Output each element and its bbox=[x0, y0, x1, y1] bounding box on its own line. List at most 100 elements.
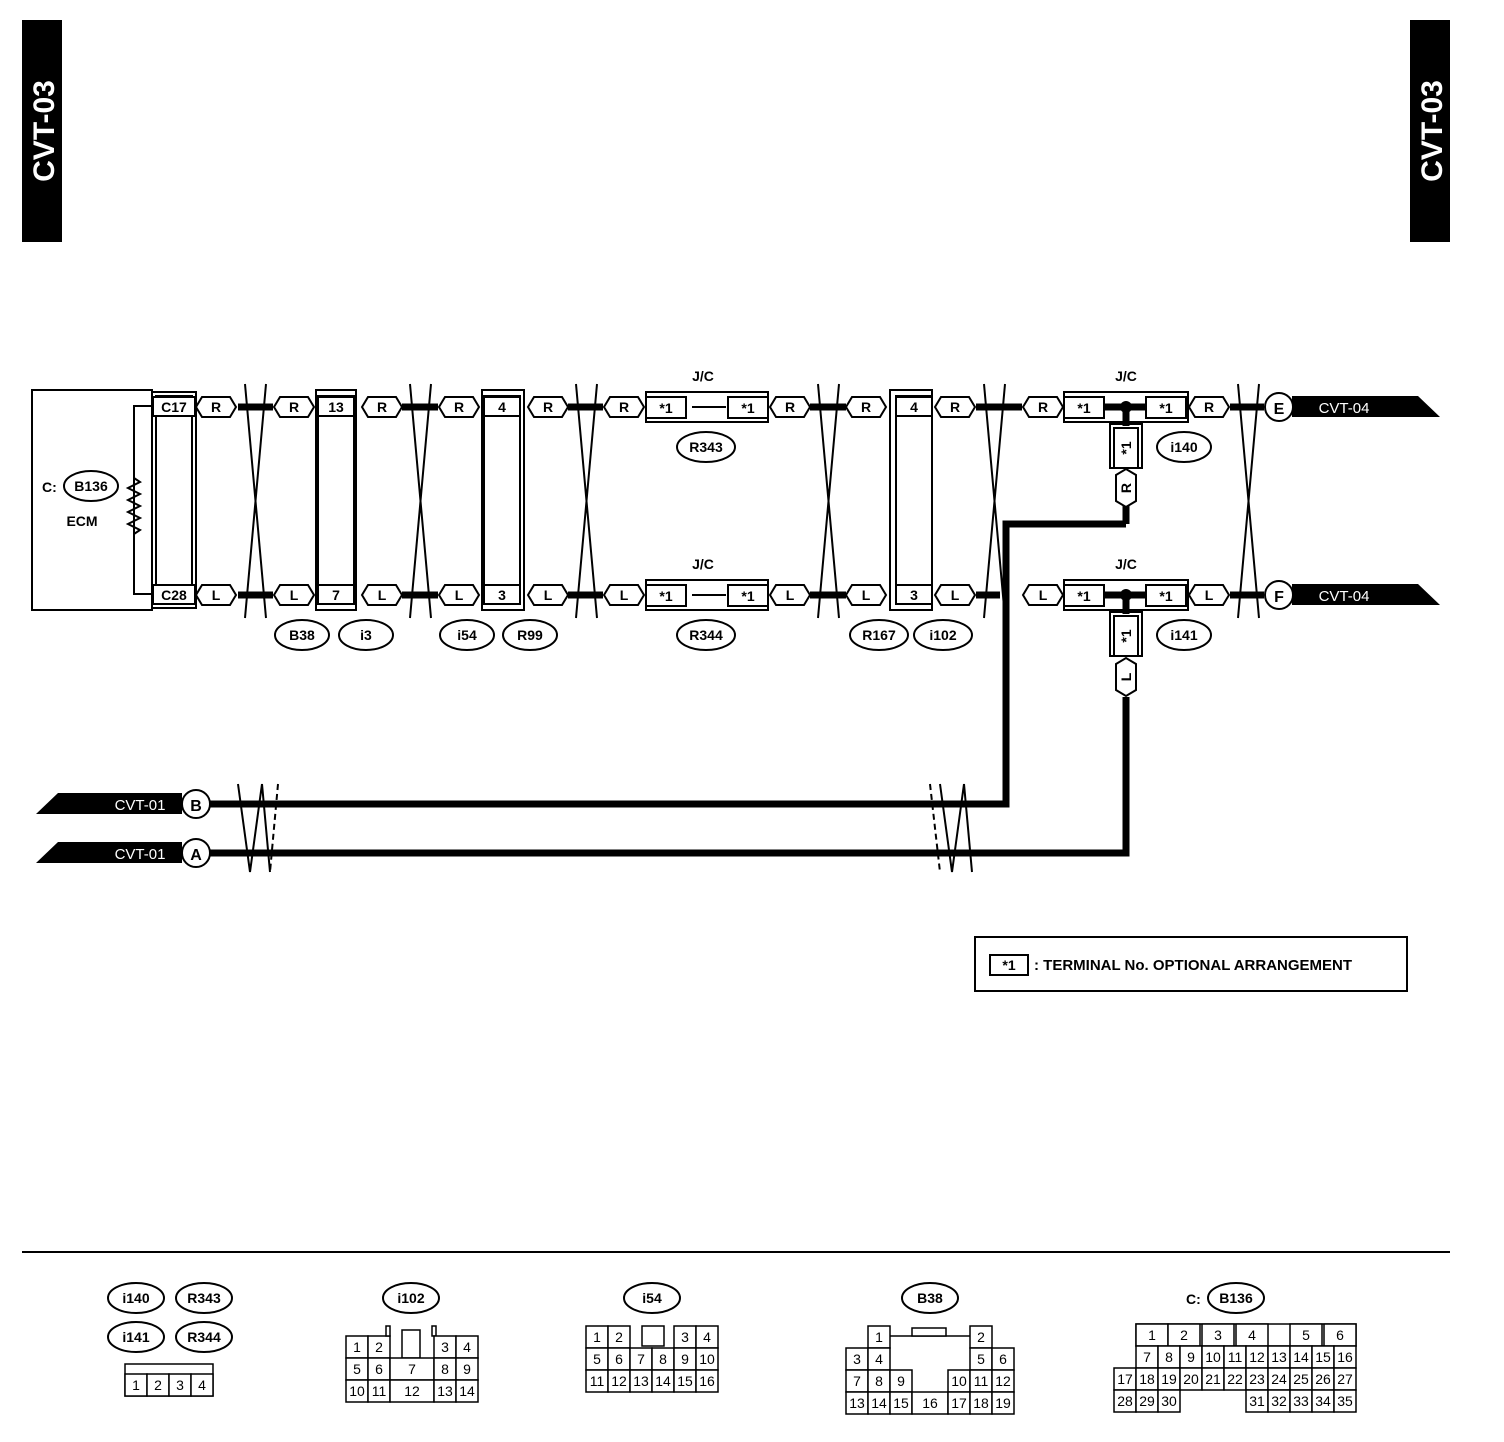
terminal-number: 3 bbox=[1214, 1327, 1222, 1343]
label-i3: i3 bbox=[360, 627, 372, 643]
wire-color-pill: R bbox=[933, 396, 977, 418]
terminal-number: 2 bbox=[1180, 1327, 1188, 1343]
connector-b38-i3: 13 7 bbox=[315, 389, 357, 611]
terminal-number: 17 bbox=[951, 1395, 967, 1411]
terminal-number: 9 bbox=[681, 1351, 689, 1367]
terminal-number: 15 bbox=[677, 1373, 693, 1389]
r167-i102-pin-bottom: 3 bbox=[910, 587, 918, 603]
wire-color-text: L bbox=[455, 587, 464, 603]
terminal-number: 16 bbox=[922, 1395, 938, 1411]
svg-text:*1: *1 bbox=[659, 588, 672, 604]
terminal-number: 13 bbox=[1271, 1349, 1287, 1365]
wire-color-text: R bbox=[1118, 483, 1134, 493]
wire-color-pill: L bbox=[272, 584, 316, 606]
ecm-label: ECM bbox=[66, 513, 97, 529]
wire-color-pill: L bbox=[1021, 584, 1065, 606]
twisted-pair-marks bbox=[237, 383, 1260, 873]
face-i54-badge bbox=[623, 1282, 681, 1314]
terminal-number: 8 bbox=[875, 1373, 883, 1389]
wire-color-text: L bbox=[862, 587, 871, 603]
face-i141-label: i141 bbox=[122, 1329, 149, 1345]
wire-color-text: L bbox=[786, 587, 795, 603]
svg-text:J/C: J/C bbox=[692, 556, 714, 572]
junction-i141: J/C *1 *1 *1 bbox=[1063, 556, 1189, 657]
face-r343-label: R343 bbox=[187, 1290, 221, 1306]
terminal-number: 8 bbox=[659, 1351, 667, 1367]
wire-color-pill: L bbox=[602, 584, 646, 606]
terminal-number: 1 bbox=[1148, 1327, 1156, 1343]
svg-text:J/C: J/C bbox=[1115, 368, 1137, 384]
terminal-number: 1 bbox=[132, 1377, 140, 1393]
wire-color-pill: L bbox=[526, 584, 570, 606]
r167-i102-pin-top: 4 bbox=[910, 399, 918, 415]
terminal-number: 20 bbox=[1183, 1371, 1199, 1387]
svg-text:*1: *1 bbox=[1159, 588, 1172, 604]
terminal-number: 12 bbox=[1249, 1349, 1265, 1365]
wire-color-pill: R bbox=[360, 396, 404, 418]
terminal-number: 34 bbox=[1315, 1393, 1331, 1409]
terminal-number: 13 bbox=[849, 1395, 865, 1411]
terminal-number: 19 bbox=[995, 1395, 1011, 1411]
face-r344-label: R344 bbox=[187, 1329, 221, 1345]
terminal-number: 14 bbox=[1293, 1349, 1309, 1365]
wire-color-text: R bbox=[1204, 399, 1214, 415]
face-i54-label: i54 bbox=[642, 1290, 662, 1306]
wire-color-text: R bbox=[211, 399, 221, 415]
wire-color-pill: R bbox=[526, 396, 570, 418]
label-r344: R344 bbox=[689, 627, 723, 643]
terminal-cell bbox=[991, 1391, 1015, 1415]
terminal-number: 35 bbox=[1337, 1393, 1353, 1409]
terminal-number: 4 bbox=[875, 1351, 883, 1367]
terminal-number: 33 bbox=[1293, 1393, 1309, 1409]
label-r99: R99 bbox=[517, 627, 543, 643]
face-b38-label: B38 bbox=[917, 1290, 943, 1306]
page-tab-right: CVT-03 bbox=[1410, 20, 1450, 242]
wire-color-pill: L bbox=[360, 584, 404, 606]
terminal-number: 1 bbox=[875, 1329, 883, 1345]
offpage-a-letter: A bbox=[190, 847, 202, 864]
terminal-cell bbox=[455, 1379, 479, 1403]
ecm-connector-id: B136 bbox=[74, 478, 108, 494]
ecm-pin-bottom bbox=[152, 584, 196, 605]
wire-color-text: R bbox=[543, 399, 553, 415]
svg-text:C28: C28 bbox=[161, 587, 187, 603]
terminal-number: 15 bbox=[893, 1395, 909, 1411]
wire-color-text: R bbox=[289, 399, 299, 415]
b38-i3-pin-bottom: 7 bbox=[332, 587, 340, 603]
svg-text:*1: *1 bbox=[1159, 400, 1172, 416]
terminal-number: 10 bbox=[699, 1351, 715, 1367]
terminal-number: 2 bbox=[977, 1329, 985, 1345]
terminal-number: 5 bbox=[1302, 1327, 1310, 1343]
face-b38-badge bbox=[901, 1282, 959, 1314]
wire-color-pill: L bbox=[437, 584, 481, 606]
face-r343-badge bbox=[175, 1282, 233, 1314]
terminal-number: 12 bbox=[404, 1383, 420, 1399]
terminal-number: 8 bbox=[441, 1361, 449, 1377]
wire-color-text: R bbox=[785, 399, 795, 415]
terminal-number: 11 bbox=[372, 1383, 387, 1399]
terminal-number: 1 bbox=[593, 1329, 601, 1345]
terminal-number: 6 bbox=[375, 1361, 383, 1377]
wire-color-text: L bbox=[1039, 587, 1048, 603]
face-i140-badge bbox=[107, 1282, 165, 1314]
terminal-number: 12 bbox=[611, 1373, 627, 1389]
wire-color-text: L bbox=[951, 587, 960, 603]
offpage-a: A CVT-01 bbox=[36, 838, 211, 868]
svg-text:*1: *1 bbox=[1118, 629, 1134, 642]
junction-r343: J/C *1 *1 bbox=[645, 368, 769, 423]
wire-color-pill: L bbox=[1187, 584, 1231, 606]
terminal-number: 27 bbox=[1337, 1371, 1353, 1387]
terminal-number: 7 bbox=[637, 1351, 645, 1367]
terminal-number: 9 bbox=[463, 1361, 471, 1377]
connector-r167-i102: 4 3 bbox=[889, 389, 933, 611]
svg-text:C17: C17 bbox=[161, 399, 187, 415]
terminal-number: 28 bbox=[1117, 1393, 1133, 1409]
terminal-number: 3 bbox=[176, 1377, 184, 1393]
label-b38: B38 bbox=[289, 627, 315, 643]
label-i140: i140 bbox=[1170, 439, 1197, 455]
terminal-number: 18 bbox=[973, 1395, 989, 1411]
wire-color-pill: R bbox=[437, 396, 481, 418]
svg-text:*1: *1 bbox=[741, 588, 754, 604]
